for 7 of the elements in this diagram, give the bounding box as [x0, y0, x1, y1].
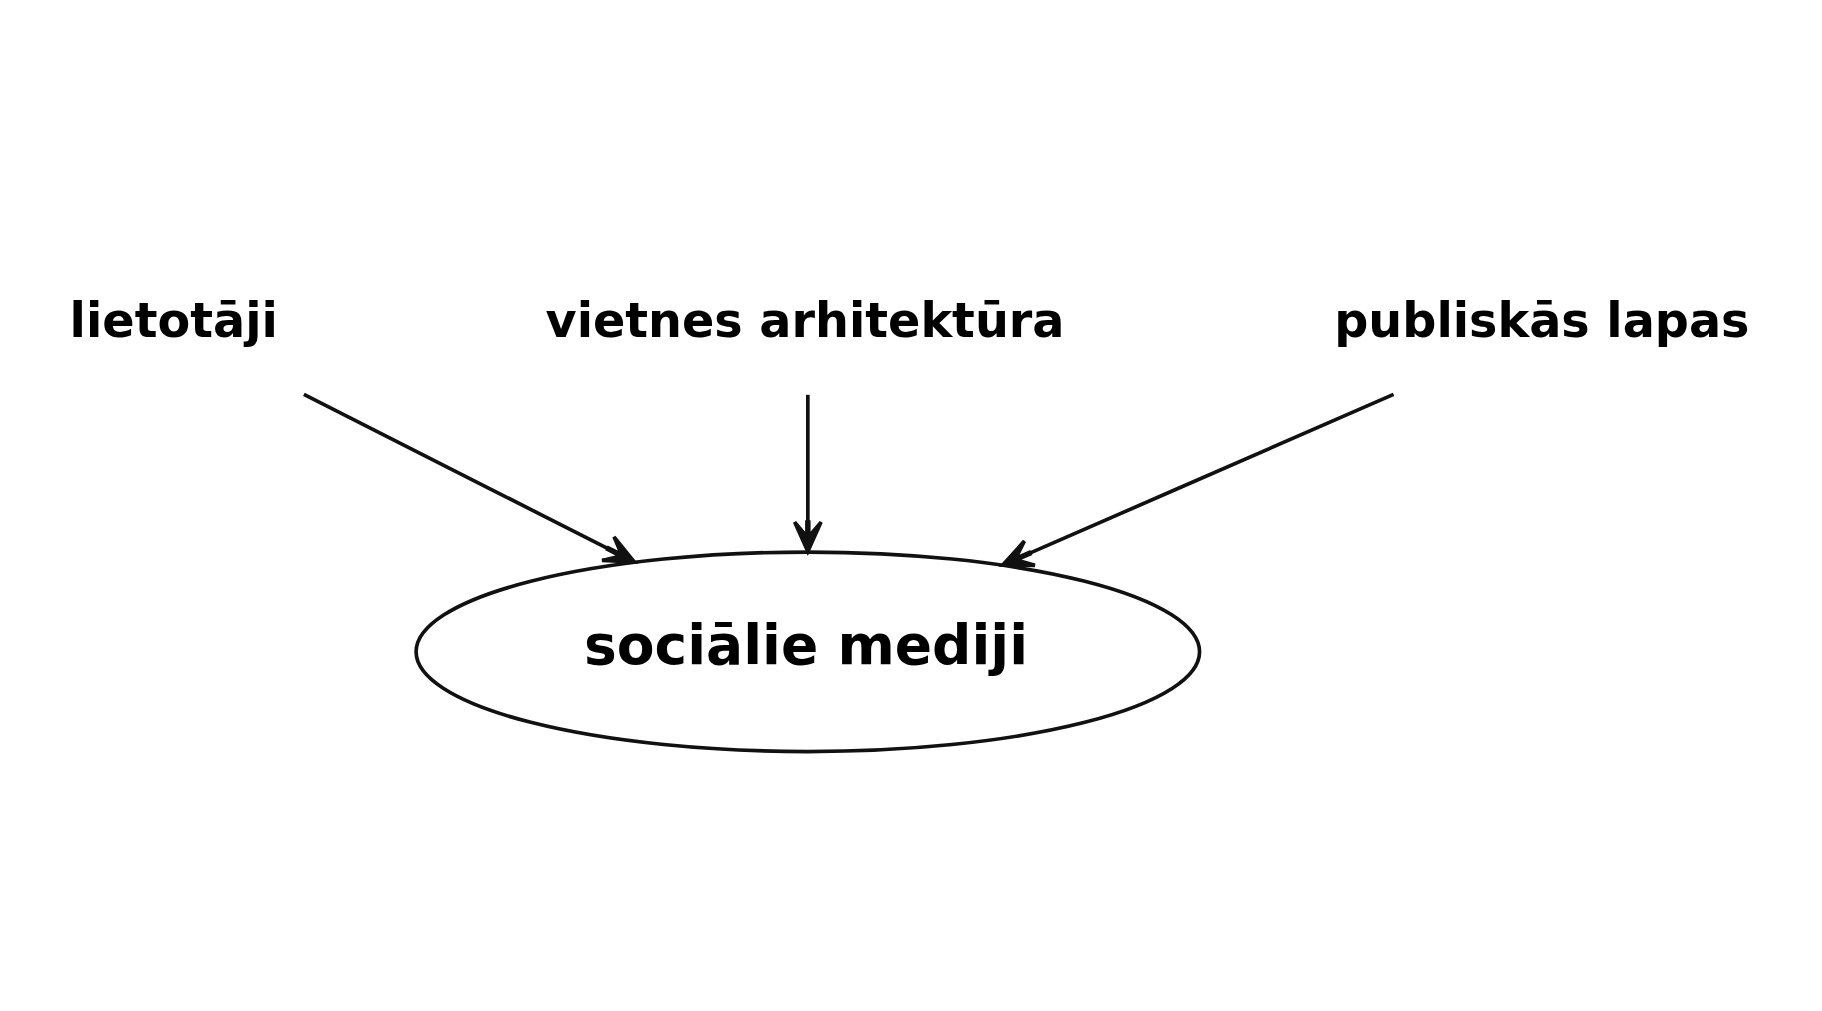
node-text: publiskās lapas [1334, 292, 1750, 348]
node-text: vietnes arhitektūra [545, 292, 1065, 348]
arrow [303, 392, 637, 564]
node-ellipse: sociālie mediji [414, 549, 1202, 753]
node-text: lietotāji [69, 292, 278, 348]
arrow [792, 394, 823, 553]
arrow [1000, 392, 1395, 567]
